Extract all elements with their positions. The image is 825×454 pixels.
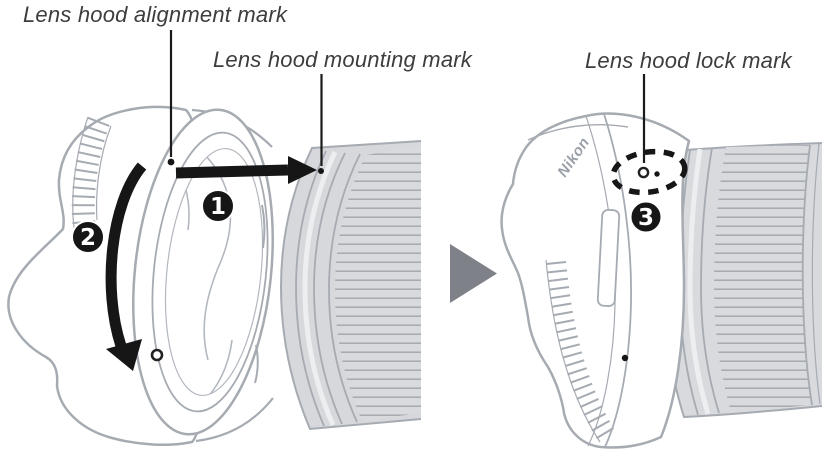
mounting-mark-label: Lens hood mounting mark xyxy=(213,47,472,72)
next-step-arrow-icon xyxy=(450,244,497,303)
alignment-mark-label: Lens hood alignment mark xyxy=(23,2,288,27)
hood-alignment-mark-dot xyxy=(167,158,175,166)
step-3-number: 3 xyxy=(638,205,654,231)
lock-mark-highlight-ellipse xyxy=(610,148,688,196)
hood-slot-detail xyxy=(596,209,621,307)
zoom-ring-ribs-right xyxy=(714,145,812,412)
hood-body-arcs xyxy=(527,113,632,448)
attach-arrow-icon xyxy=(175,156,317,184)
lens-mounting-mark-dot xyxy=(318,168,324,174)
lock-mark-alignment-dot xyxy=(654,171,660,177)
step-1-number: 1 xyxy=(210,194,226,220)
step-1-badge: 1 xyxy=(201,189,235,223)
lens-barrel-left xyxy=(279,140,422,431)
lens-hood-right: Nikon xyxy=(500,112,691,449)
hood-dot-mark xyxy=(621,354,629,362)
illustration-attach-hood: 1 2 xyxy=(7,30,422,447)
lens-hood-left xyxy=(7,105,274,447)
bayonet-tabs xyxy=(254,204,266,384)
step-2-number: 2 xyxy=(80,225,96,251)
step-3-badge: 3 xyxy=(629,200,663,234)
lens-barrel-right xyxy=(663,142,823,419)
hood-grip-ribs-left xyxy=(71,116,112,229)
lock-mark-circle xyxy=(637,166,650,179)
illustration-hood-attached: Nikon 3 xyxy=(500,74,823,449)
lock-mark-label: Lens hood lock mark xyxy=(585,48,792,73)
rotate-arrow-icon xyxy=(105,162,147,371)
hood-lock-mark-dot xyxy=(150,348,164,362)
zoom-ring-ribs-left xyxy=(335,146,421,421)
hood-grip-ribs-right xyxy=(545,259,617,444)
hood-opening xyxy=(164,147,264,397)
step-2-badge: 2 xyxy=(71,220,105,254)
